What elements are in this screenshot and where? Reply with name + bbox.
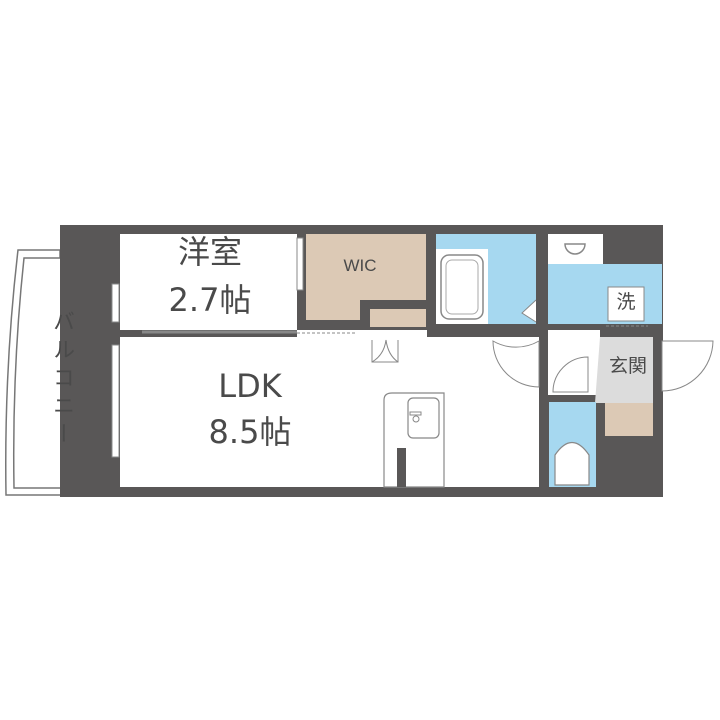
- toilet-icon: [554, 441, 590, 486]
- shoe-storage: [605, 403, 653, 436]
- western-room-name: 洋室: [177, 233, 242, 271]
- entrance-name: 玄関: [608, 355, 647, 377]
- washroom-name: 洗: [616, 291, 636, 313]
- ldk-room: [120, 337, 539, 487]
- western-room: [120, 234, 297, 330]
- western-room-size: 2.7帖: [168, 281, 252, 319]
- balcony-name: バルコニー: [49, 310, 74, 450]
- wic-name: WIC: [343, 256, 377, 275]
- wic-room: [306, 234, 426, 300]
- ldk-size: 8.5帖: [208, 413, 292, 451]
- sink-icon: [564, 243, 586, 255]
- front-door: [661, 340, 714, 392]
- kitchen-sink-icon: [407, 397, 440, 439]
- ldk-name: LDK: [218, 367, 282, 405]
- entrance: [595, 337, 653, 403]
- bathtub-icon: [440, 254, 484, 320]
- closet: [370, 309, 426, 327]
